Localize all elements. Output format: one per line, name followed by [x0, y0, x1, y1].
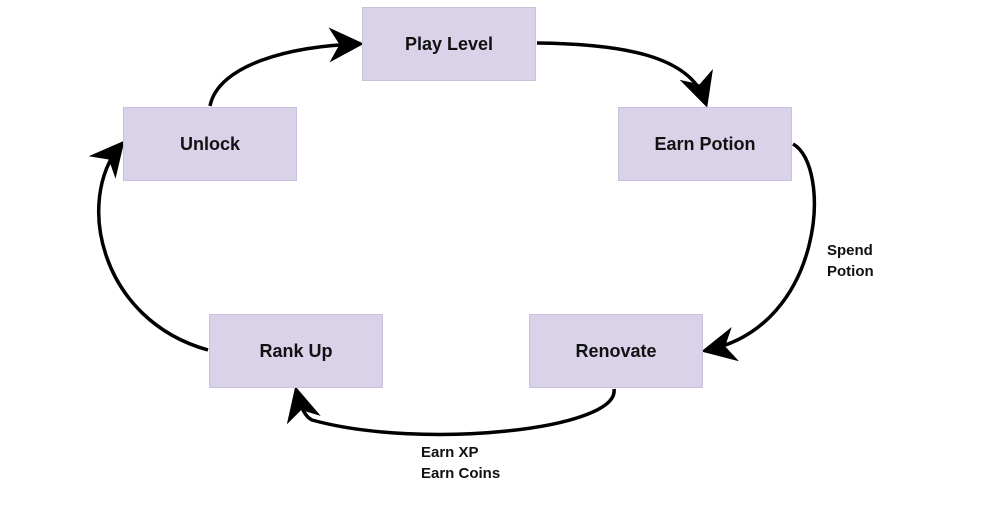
node-rank-up-label: Rank Up [259, 340, 333, 361]
node-play-level: Play Level [362, 7, 536, 81]
node-renovate-label: Renovate [575, 340, 657, 361]
node-unlock-label: Unlock [179, 133, 240, 154]
node-rank-up: Rank Up [209, 314, 383, 388]
node-play-level-label: Play Level [404, 33, 494, 54]
arrow-play-level-to-earn-potion [536, 41, 713, 108]
edge-label-earn-coins: Earn Coins [421, 465, 501, 482]
arrow-unlock-to-play-level [208, 27, 364, 107]
edge-label-earn-rewards: Earn XP Earn Coins [421, 442, 500, 484]
node-renovate: Renovate [529, 314, 703, 388]
arrow-rank-up-to-unlock [88, 140, 209, 352]
node-earn-potion-label: Earn Potion [654, 133, 756, 154]
edge-label-spend-line2: Potion [827, 263, 874, 280]
edge-label-spend-line1: Spend [827, 242, 873, 259]
arrow-renovate-to-rank-up [286, 386, 616, 437]
node-earn-potion: Earn Potion [618, 107, 792, 181]
edge-label-spend-potion: Spend Potion [827, 240, 874, 282]
node-unlock: Unlock [123, 107, 297, 181]
arrow-earn-potion-to-renovate [701, 142, 816, 362]
edge-label-earn-xp: Earn XP [421, 444, 479, 461]
